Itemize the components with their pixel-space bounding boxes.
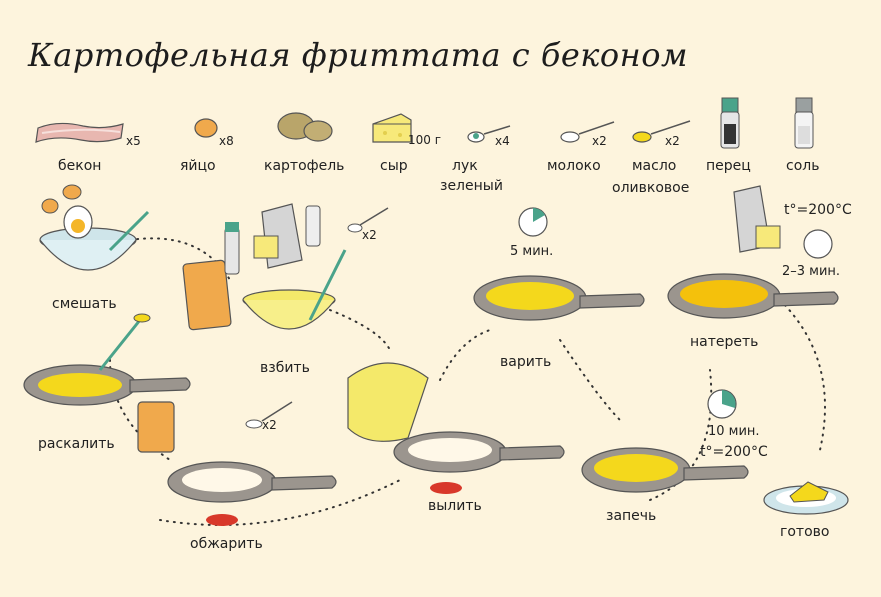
ingredient-onion-label-1: лук: [452, 158, 478, 174]
step-bake-temp: t°=200°C: [700, 444, 768, 460]
step-cook-time: 5 мин.: [510, 244, 554, 259]
step-whisk-qty: x2: [362, 228, 377, 242]
step-fry-label: обжарить: [190, 536, 263, 552]
step-grate-label: натереть: [690, 334, 759, 350]
bacon-icon: [35, 122, 124, 143]
step-fry-qty: x2: [262, 418, 277, 432]
step-cook-label: варить: [500, 354, 552, 370]
spoon-icon: [632, 120, 691, 143]
ingredient-oil-qty: x2: [665, 134, 680, 148]
spoon-icon: [467, 125, 511, 143]
step-bake-time: 10 мин.: [708, 424, 760, 439]
frying-pan: [667, 185, 839, 319]
ingredient-cheese-qty: 100 г: [408, 133, 442, 147]
cheese-icon: [372, 113, 412, 143]
mixing-bowl: [39, 184, 150, 271]
page-title: Картофельная фриттата с беконом: [28, 36, 689, 74]
ingredient-bacon-qty: x5: [126, 134, 141, 148]
step-bake-label: запечь: [606, 508, 657, 524]
frying-pan: [23, 313, 191, 406]
spoon-icon: [560, 121, 615, 143]
whisk-bowl: [182, 203, 389, 331]
ingredient-pepper-label: перец: [706, 158, 751, 174]
pepper-shaker-icon: [720, 97, 740, 149]
step-grate-temp: t°=200°C: [784, 202, 852, 218]
ingredient-potato-label: картофель: [264, 158, 345, 174]
ingredient-bacon-label: бекон: [58, 158, 102, 174]
potato-icon: [277, 112, 333, 142]
step-grate-time: 2–3 мин.: [782, 264, 841, 279]
step-pour-label: вылить: [428, 498, 482, 514]
ingredient-oil-label-2: оливковое: [612, 180, 690, 196]
step-mix-label: смешать: [52, 296, 117, 312]
step-heat-label: раскалить: [38, 436, 115, 452]
step-whisk-label: взбить: [260, 360, 310, 376]
frying-pan: [581, 389, 749, 493]
ingredient-oil-label-1: масло: [632, 158, 677, 174]
ingredient-salt-label: соль: [786, 158, 820, 174]
frying-pan: [347, 362, 565, 494]
salt-shaker-icon: [794, 97, 814, 149]
ingredient-onion-label-2: зеленый: [440, 178, 503, 194]
plate-icon: [763, 481, 849, 515]
ingredient-milk-qty: x2: [592, 134, 607, 148]
frying-pan: [137, 401, 337, 526]
ingredient-onion-qty: x4: [495, 134, 510, 148]
ingredient-cheese-label: сыр: [380, 158, 408, 174]
ingredient-milk-label: молоко: [547, 158, 601, 174]
step-done-label: готово: [780, 524, 830, 540]
egg-icon: [194, 118, 218, 138]
ingredient-egg-label: яйцо: [180, 158, 216, 174]
frying-pan: [473, 207, 645, 321]
ingredient-egg-qty: x8: [219, 134, 234, 148]
